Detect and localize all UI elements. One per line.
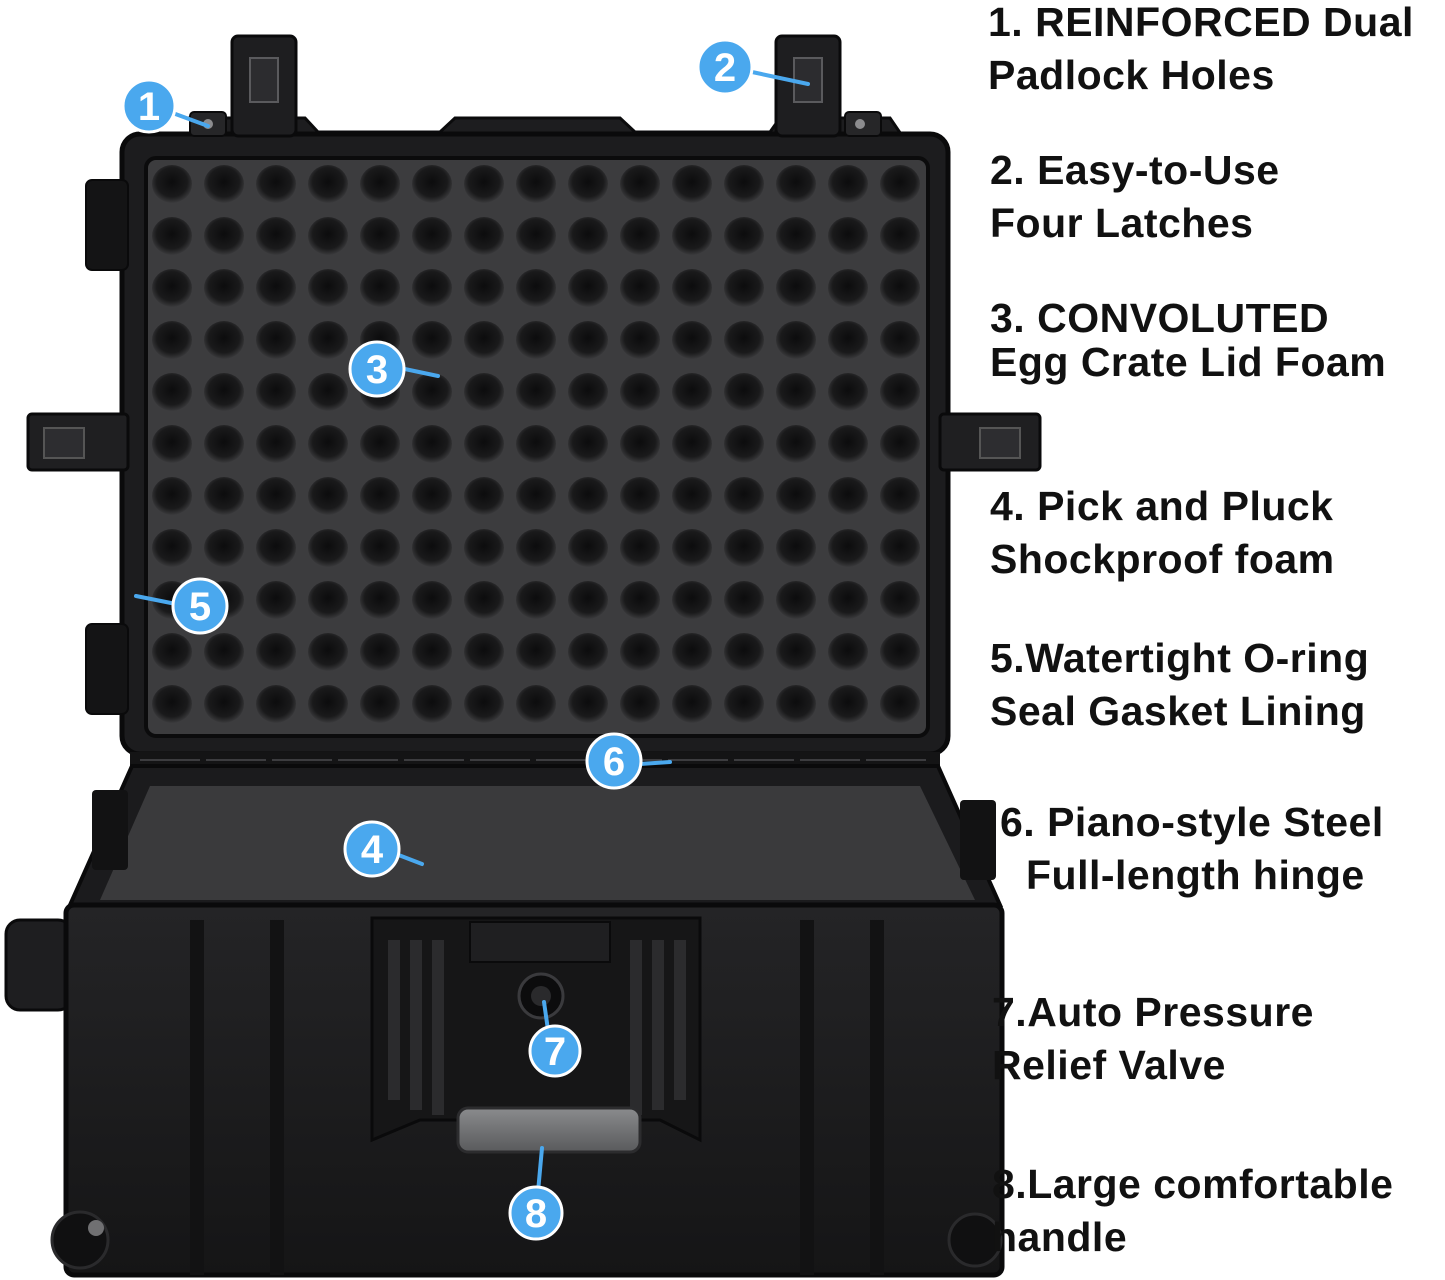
feature-title: 2. Easy-to-Use: [990, 147, 1280, 193]
egg-crate-foam: [144, 156, 930, 738]
callout-number: 7: [544, 1030, 566, 1074]
feature-2: 2. Easy-to-Use Four Latches: [990, 144, 1440, 250]
numbered-circle-icon: [585, 732, 643, 790]
callout-number: 3: [366, 348, 388, 392]
callout-number: 1: [138, 85, 160, 129]
feature-subtitle: handle: [992, 1214, 1128, 1260]
callout-pointers: [134, 70, 810, 1194]
callout-3: 3: [348, 340, 406, 398]
feature-title: 4. Pick and Pluck: [990, 483, 1334, 529]
feature-subtitle: Egg Crate Lid Foam: [990, 339, 1387, 385]
callout-number: 5: [189, 585, 211, 629]
numbered-circle-icon: [171, 577, 229, 635]
callout-8: 8: [508, 1185, 564, 1241]
case-lid: [26, 34, 1042, 757]
numbered-circle-icon: [528, 1024, 582, 1078]
feature-6: 6. Piano-style Steel Full-length hinge: [1000, 796, 1445, 902]
callout-5: 5: [171, 577, 229, 635]
pressure-valve-icon: [517, 972, 565, 1020]
numbered-circle-icon: [696, 38, 754, 96]
feature-subtitle: Four Latches: [990, 200, 1254, 246]
carry-handle: [456, 1106, 642, 1154]
case-base: [4, 764, 1005, 1278]
numbered-circle-icon: [508, 1185, 564, 1241]
feature-title: 6. Piano-style Steel: [1000, 799, 1384, 845]
feature-5: 5.Watertight O-ring Seal Gasket Lining: [990, 632, 1440, 738]
feature-subtitle: Shockproof foam: [990, 536, 1335, 582]
callout-4: 4: [343, 820, 401, 878]
top-right-latch-icon: [774, 34, 842, 138]
callout-number: 4: [361, 828, 384, 872]
feature-title: 3. CONVOLUTED: [990, 295, 1330, 341]
numbered-circle-icon: [348, 340, 406, 398]
pick-pluck-foam: [100, 786, 975, 900]
callout-number: 8: [525, 1192, 547, 1236]
feature-subtitle: Seal Gasket Lining: [990, 688, 1366, 734]
feature-title: 7.Auto Pressure: [992, 989, 1314, 1035]
feature-subtitle: Full-length hinge: [1026, 852, 1365, 898]
left-wheel-icon: [50, 1210, 110, 1270]
feature-7: 7.Auto Pressure Relief Valve: [992, 986, 1442, 1092]
feature-8: 8.Large comfortable handle: [992, 1158, 1442, 1264]
feature-1: 1. REINFORCED Dual Padlock Holes: [988, 0, 1438, 102]
feature-3: 3. CONVOLUTED Egg Crate Lid Foam: [990, 296, 1440, 384]
right-wheel-icon: [947, 1212, 1003, 1268]
feature-title: 1. REINFORCED Dual: [988, 0, 1414, 45]
feature-subtitle: Padlock Holes: [988, 52, 1275, 98]
numbered-circle-icon: [343, 820, 401, 878]
feature-4: 4. Pick and Pluck Shockproof foam: [990, 480, 1440, 586]
callout-number: 2: [714, 46, 736, 90]
callout-number: 6: [603, 740, 625, 784]
callout-1: 1: [121, 78, 177, 134]
feature-title: 5.Watertight O-ring: [990, 635, 1370, 681]
feature-title: 8.Large comfortable: [992, 1161, 1394, 1207]
numbered-circle-icon: [121, 78, 177, 134]
callout-7: 7: [528, 1024, 582, 1078]
feature-subtitle: Relief Valve: [992, 1042, 1226, 1088]
top-left-latch-icon: [230, 34, 298, 138]
callout-6: 6: [585, 732, 643, 790]
callout-2: 2: [696, 38, 754, 96]
